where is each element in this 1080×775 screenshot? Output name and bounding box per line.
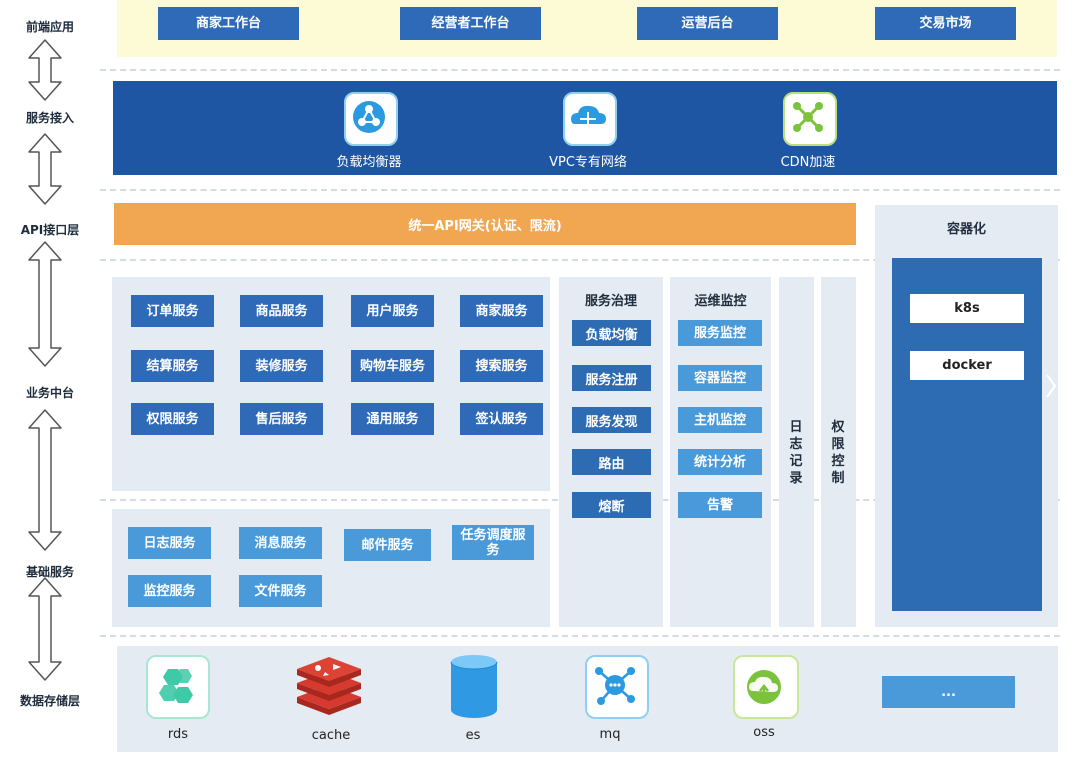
business-service[interactable]: 订单服务 <box>131 295 214 327</box>
business-service[interactable]: 权限服务 <box>131 403 214 435</box>
api-gateway-bar[interactable]: 统一API网关(认证、限流) <box>114 203 856 245</box>
logging-panel <box>779 277 814 627</box>
access-service-label: 负载均衡器 <box>336 155 402 170</box>
governance-item[interactable]: 服务注册 <box>572 365 651 391</box>
container-item-k8s[interactable]: k8s <box>910 294 1024 323</box>
arrow-frontend-access <box>28 39 62 101</box>
layer-label-storage: 数据存储层 <box>19 694 80 708</box>
business-service[interactable]: 商家服务 <box>460 295 543 327</box>
layer-label-frontend: 前端应用 <box>25 20 74 34</box>
cylinder-icon <box>450 655 498 718</box>
base-service[interactable]: 文件服务 <box>239 575 322 607</box>
storage-label: oss <box>753 725 775 740</box>
redis-icon <box>297 657 361 715</box>
access-control-label: 权限控制 <box>831 420 845 486</box>
business-service[interactable]: 用户服务 <box>351 295 434 327</box>
base-service[interactable]: 日志服务 <box>128 527 211 559</box>
business-service[interactable]: 搜索服务 <box>460 350 543 382</box>
load-balancer-icon <box>344 92 398 146</box>
frontend-app-operator[interactable]: 经营者工作台 <box>400 7 541 40</box>
monitoring-item[interactable]: 统计分析 <box>678 449 762 475</box>
business-service[interactable]: 购物车服务 <box>351 350 434 382</box>
arrow-business-base <box>28 409 62 551</box>
frontend-app-merchant[interactable]: 商家工作台 <box>158 7 299 40</box>
base-service[interactable]: 邮件服务 <box>344 529 431 561</box>
separator <box>100 189 1060 191</box>
base-service[interactable]: 监控服务 <box>128 575 211 607</box>
layer-label-base: 基础服务 <box>25 565 74 579</box>
governance-item[interactable]: 路由 <box>572 449 651 475</box>
business-service[interactable]: 签认服务 <box>460 403 543 435</box>
arrow-access-api <box>28 133 62 205</box>
access-service-label: VPC专有网络 <box>549 155 627 170</box>
storage-label: cache <box>311 728 351 743</box>
storage-label: es <box>465 728 481 743</box>
business-service[interactable]: 售后服务 <box>240 403 323 435</box>
monitoring-item[interactable]: 容器监控 <box>678 365 762 391</box>
business-service[interactable]: 装修服务 <box>240 350 323 382</box>
business-service[interactable]: 商品服务 <box>240 295 323 327</box>
business-service[interactable]: 结算服务 <box>131 350 214 382</box>
cloud-network-icon <box>563 92 617 146</box>
monitoring-title: 运维监控 <box>694 294 747 309</box>
container-item-docker[interactable]: docker <box>910 351 1024 380</box>
monitoring-item[interactable]: 服务监控 <box>678 320 762 346</box>
business-service[interactable]: 通用服务 <box>351 403 434 435</box>
base-service[interactable]: 消息服务 <box>239 527 322 559</box>
frontend-app-market[interactable]: 交易市场 <box>875 7 1016 40</box>
layer-label-api: API接口层 <box>20 223 80 237</box>
chevron-right-icon <box>1046 374 1057 398</box>
separator <box>100 259 1060 261</box>
cdn-icon <box>783 92 837 146</box>
arrow-api-business <box>28 241 62 367</box>
layer-label-access: 服务接入 <box>25 111 74 125</box>
governance-item[interactable]: 服务发现 <box>572 407 651 433</box>
layer-label-business: 业务中台 <box>25 386 74 400</box>
rds-icon <box>146 655 210 719</box>
oss-cloud-icon <box>733 655 799 719</box>
frontend-app-ops-admin[interactable]: 运营后台 <box>637 7 778 40</box>
arrow-base-storage <box>28 577 62 681</box>
storage-label: rds <box>167 727 189 742</box>
storage-label: mq <box>599 727 621 742</box>
mq-icon <box>585 655 649 719</box>
separator <box>100 635 1060 637</box>
separator <box>100 69 1060 71</box>
containerization-title: 容器化 <box>946 222 986 237</box>
base-service[interactable]: 任务调度服务 <box>452 525 534 560</box>
governance-title: 服务治理 <box>584 294 637 309</box>
monitoring-item[interactable]: 主机监控 <box>678 407 762 433</box>
governance-item[interactable]: 负载均衡 <box>572 320 651 346</box>
governance-item[interactable]: 熔断 <box>572 492 651 518</box>
access-service-label: CDN加速 <box>780 155 836 170</box>
storage-more-button[interactable]: ... <box>882 676 1015 708</box>
monitoring-item[interactable]: 告警 <box>678 492 762 518</box>
layer-arrows <box>28 39 62 681</box>
logging-label: 日志记录 <box>789 420 803 486</box>
access-control-panel <box>821 277 856 627</box>
